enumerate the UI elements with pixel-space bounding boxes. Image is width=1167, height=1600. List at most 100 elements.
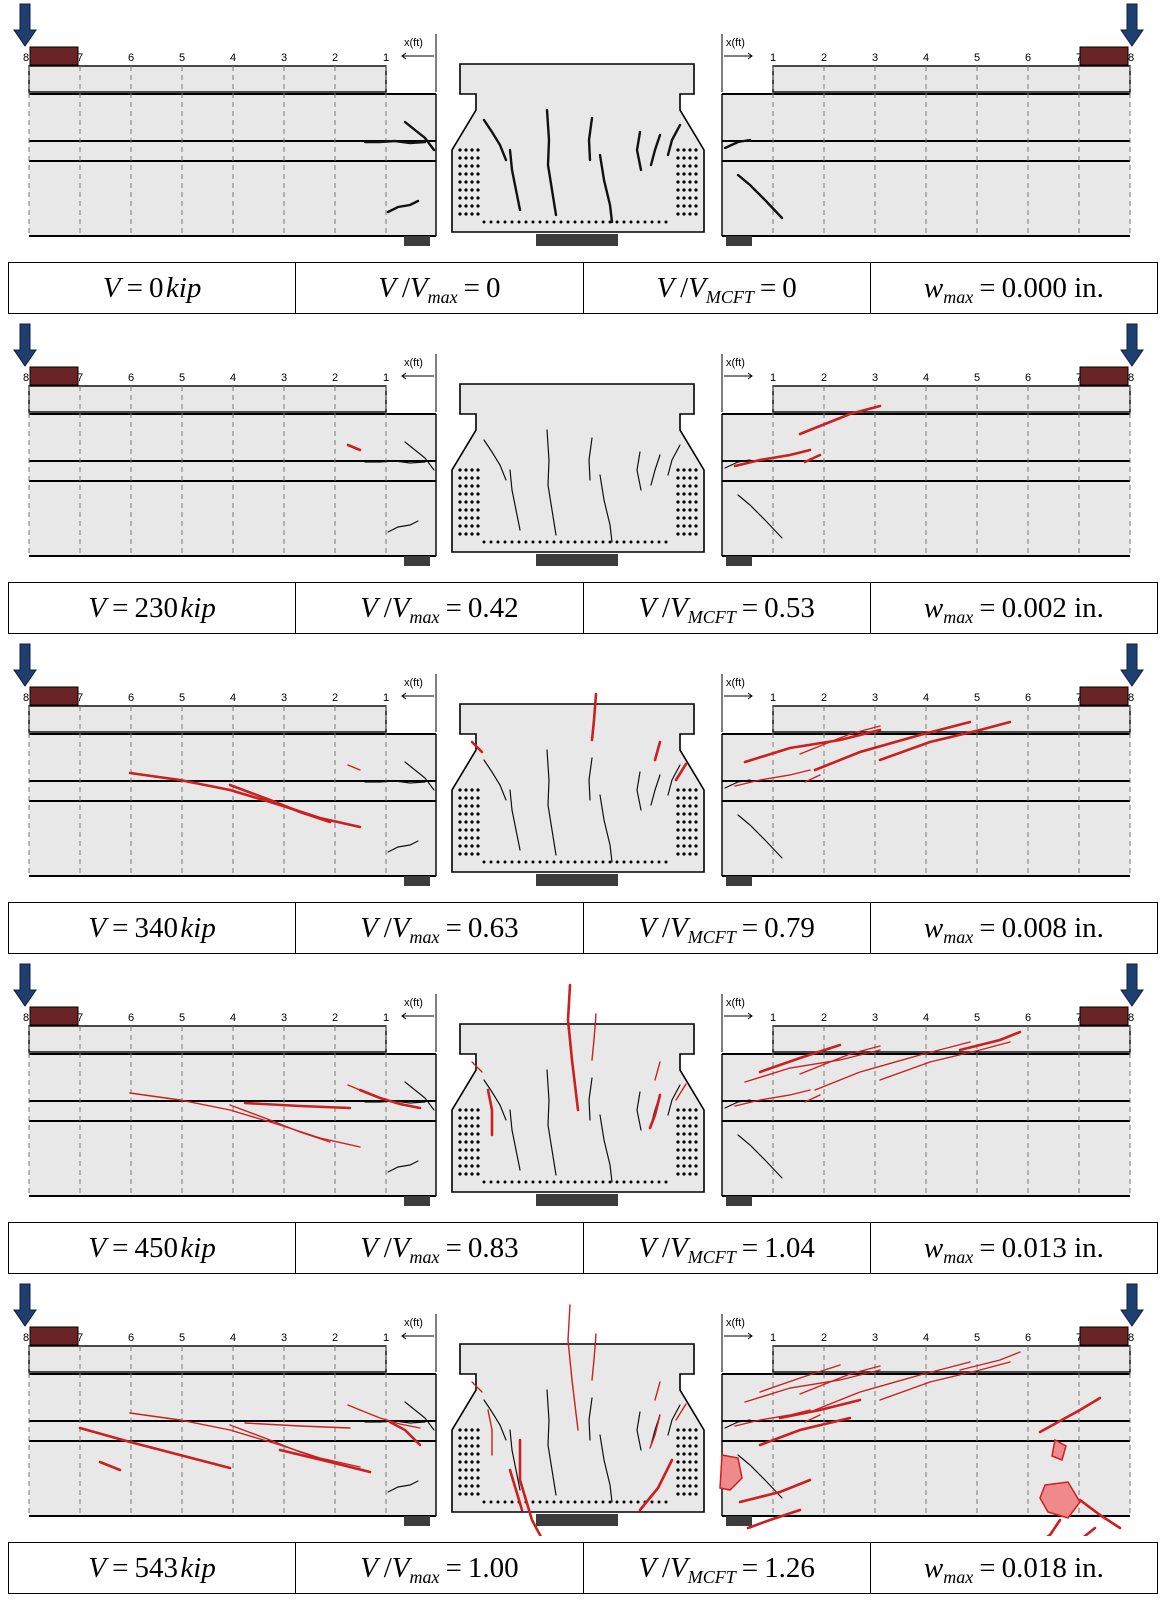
left-tick-label: 3 [281,1012,287,1024]
strand-dot [470,1148,474,1152]
left-tick-label: 2 [332,1012,338,1024]
strand-dot [688,500,692,504]
strand-dot [470,1140,474,1144]
strand-dot [464,524,468,528]
crack-line [724,779,751,789]
strand-dot [458,484,462,488]
strand-dot [566,220,570,224]
equals-sign: = [112,911,129,944]
strand-dot [682,180,686,184]
max-subscript: max [943,286,974,307]
strand-dot [682,812,686,816]
strand-dot [682,204,686,208]
strand-dot [636,860,640,864]
new-crack-line [1038,1396,1102,1434]
ratio-max-value: 0 [485,271,501,304]
new-crack-line [591,1013,597,1061]
strand-dot [676,148,680,152]
strand-dot [545,1180,549,1184]
strand-dot [573,220,577,224]
equals-sign: = [112,1551,129,1584]
strand-dot [688,844,692,848]
left-support-plate [404,1196,430,1206]
new-crack-line [358,1088,422,1110]
strand-dot [688,164,692,168]
crack-line [546,429,557,536]
v-symbol: V [360,1551,378,1584]
strand-dot [503,540,507,544]
strand-dot [676,844,680,848]
strand-dot [676,812,680,816]
strand-dot [676,500,680,504]
strand-dot [694,1436,698,1440]
v-symbol: V [391,1231,410,1264]
right-tick-label: 2 [821,692,827,704]
slash: / [680,271,689,304]
strand-dot [694,828,698,832]
strand-dot [470,796,474,800]
strand-dot [458,156,462,160]
strand-dot [476,1476,480,1480]
strand-dot [470,212,474,216]
strand-dot [676,836,680,840]
left-load-plate [29,46,79,66]
strand-dot [682,804,686,808]
strand-dot [510,860,514,864]
strand-dot [694,180,698,184]
crack-line [636,1411,642,1451]
strand-dot [682,1484,686,1488]
strand-dot [476,1148,480,1152]
right-tick-label: 6 [1025,372,1031,384]
v-symbol: V [360,911,378,944]
strand-dot [559,220,563,224]
right-tick-label: 3 [872,1012,878,1024]
left-tick-label: 1 [383,692,389,704]
strand-dot [552,1500,556,1504]
right-tick-label: 1 [770,372,776,384]
equals-sign: = [979,1551,996,1584]
mcft-subscript: MCFT [687,926,736,947]
crack-line [363,139,427,145]
right-load-arrow-icon [1120,963,1144,1007]
equals-sign: = [741,911,759,944]
right-support-plate [726,1516,752,1526]
strand-dot [676,1452,680,1456]
strand-dot [682,164,686,168]
strand-dot [601,860,605,864]
max-subscript: max [943,1246,974,1267]
strand-dot [682,1444,686,1448]
right-tick-label: 2 [821,372,827,384]
strand-dot [682,1492,686,1496]
right-axis-label: x(ft) [726,677,745,689]
strand-dot [629,860,633,864]
equals-sign: = [445,591,462,624]
strand-dot [458,788,462,792]
left-axis-label: x(ft) [404,1317,423,1329]
strand-dot [458,1436,462,1440]
strand-dot [657,1500,661,1504]
strand-dot [688,476,692,480]
left-tick-label: 7 [77,52,83,64]
strand-dot [458,804,462,808]
strand-dot [458,164,462,168]
strand-dot [464,836,468,840]
shear-value: 340 [134,911,178,944]
strand-dot [476,1428,480,1432]
crack-line [509,789,521,851]
strand-dot [517,540,521,544]
right-load-plate [1079,686,1129,706]
strand-dot [688,1460,692,1464]
new-crack-line [487,1409,493,1456]
strand-dot [694,1148,698,1152]
strand-dot [676,524,680,528]
strand-dot [694,1140,698,1144]
crack-width-value: 0.018 [1001,1551,1067,1584]
strand-dot [503,860,507,864]
strand-dot [476,468,480,472]
new-crack-line [734,1089,811,1107]
